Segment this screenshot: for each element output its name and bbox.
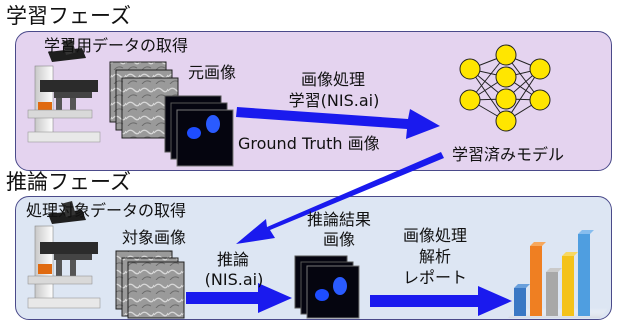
ground-truth-label: Ground Truth 画像 (238, 134, 380, 153)
model-label: 学習済みモデル (452, 145, 565, 164)
inference-arrow (186, 283, 292, 313)
analysis-line2: 解析 (418, 247, 451, 266)
training-arrow (236, 107, 440, 139)
process-label-line1: 画像処理 (300, 70, 365, 89)
infer-label-line1: 推論 (216, 250, 249, 269)
training-phase-title: 学習フェーズ (6, 4, 131, 28)
analysis-line1: 画像処理 (402, 226, 467, 245)
inference-phase-title: 推論フェーズ (6, 170, 131, 194)
analysis-arrow (370, 286, 512, 316)
bar-chart-icon (508, 230, 608, 318)
result-image-stack (294, 255, 360, 319)
process-label-line2: 学習(NIS.ai) (288, 91, 380, 110)
ground-truth-image-stack (164, 95, 234, 167)
neural-network-icon (459, 44, 551, 132)
infer-label-line2: (NIS.ai) (204, 270, 264, 289)
microscope-icon (27, 200, 101, 309)
target-image-label: 対象画像 (122, 228, 187, 247)
training-panel-label: 学習用データの取得 (44, 36, 189, 55)
inference-panel-label: 処理対象データの取得 (26, 201, 187, 220)
microscope-icon (27, 38, 101, 143)
model-to-inference-arrow (236, 152, 444, 244)
target-image-stack (115, 250, 185, 319)
original-image-label: 元画像 (188, 63, 237, 82)
result-label-line2: 画像 (322, 230, 355, 249)
result-label-line1: 推論結果 (306, 210, 371, 229)
analysis-line3: レポート (402, 268, 467, 287)
